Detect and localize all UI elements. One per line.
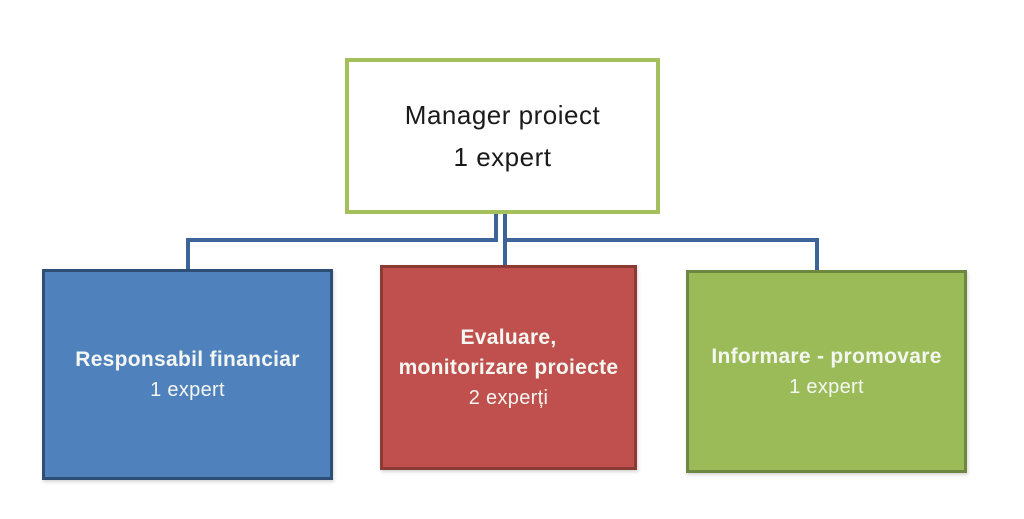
connector-drop-left <box>186 238 190 269</box>
org-node-evaluare-subtitle: 2 experți <box>468 386 549 409</box>
org-node-financiar: Responsabil financiar 1 expert <box>42 269 333 480</box>
connector-horizontal-left <box>186 238 498 242</box>
connector-stub-left <box>494 214 498 240</box>
org-node-financiar-title: Responsabil financiar <box>75 347 300 371</box>
org-node-manager: Manager proiect 1 expert <box>345 58 660 214</box>
org-node-evaluare-title-line1: Evaluare, <box>460 325 557 349</box>
org-node-informare-title: Informare - promovare <box>711 344 942 368</box>
org-node-informare-subtitle: 1 expert <box>789 375 864 398</box>
connector-drop-right <box>815 238 819 270</box>
org-node-manager-title: Manager proiect <box>404 100 601 130</box>
org-node-evaluare-title-line2: monitorizare proiecte <box>398 355 619 379</box>
org-node-manager-subtitle: 1 expert <box>453 142 552 172</box>
org-node-financiar-subtitle: 1 expert <box>150 378 225 401</box>
org-node-informare: Informare - promovare 1 expert <box>686 270 967 473</box>
connector-horizontal-right <box>507 238 819 242</box>
connector-stub-right <box>503 214 507 265</box>
org-node-evaluare: Evaluare, monitorizare proiecte 2 experț… <box>380 265 637 470</box>
